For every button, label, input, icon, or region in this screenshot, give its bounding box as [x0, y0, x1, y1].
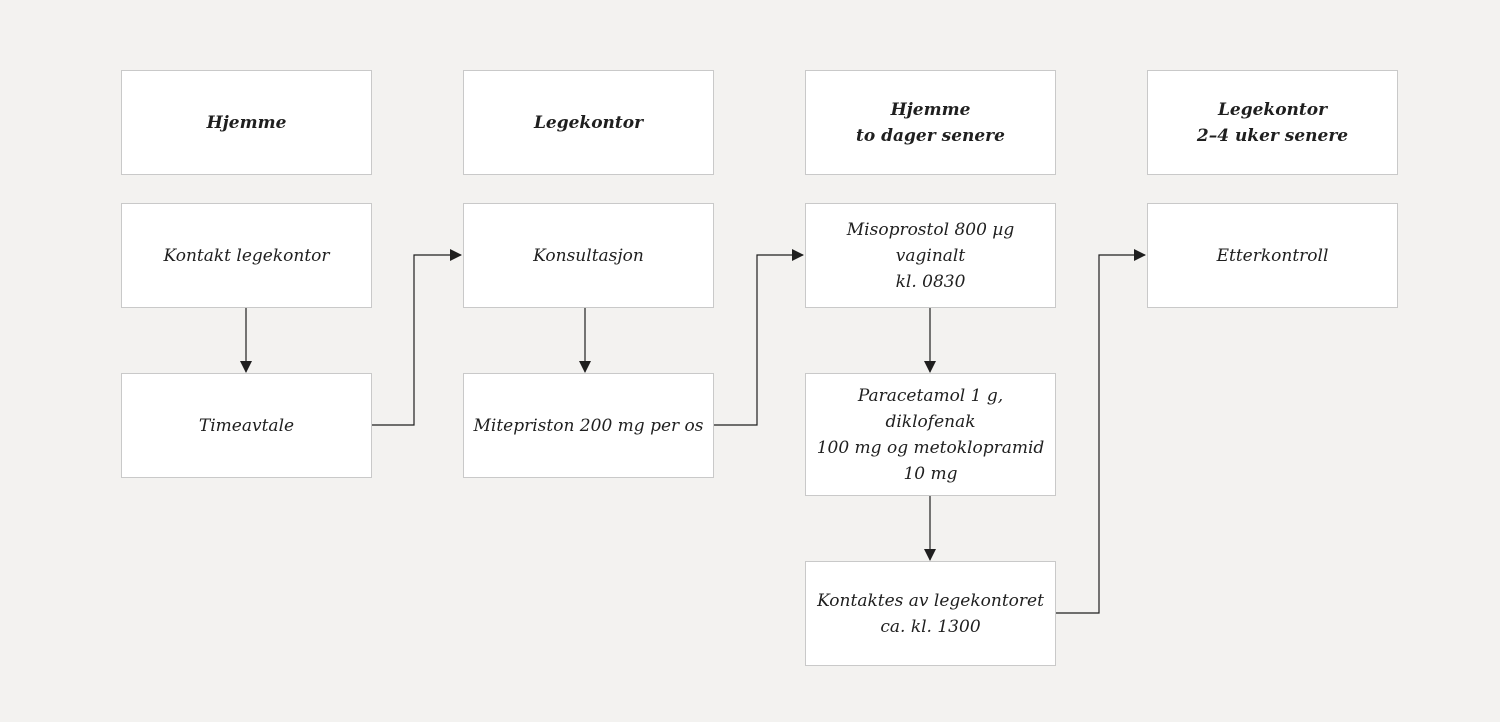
step-konsultasjon: Konsultasjon	[463, 203, 714, 308]
arrow-kontaktes-to-etterkontroll	[1056, 249, 1146, 614]
step-kontakt-legekontor: Kontakt legekontor	[121, 203, 372, 308]
step-kontaktes-av-legekontoret: Kontaktes av legekontoret ca. kl. 1300	[805, 561, 1056, 666]
step-etterkontroll: Etterkontroll	[1147, 203, 1398, 308]
header-hjemme-to-dager-senere: Hjemme to dager senere	[805, 70, 1056, 175]
step-misoprostol: Misoprostol 800 µg vaginalt kl. 0830	[805, 203, 1056, 308]
arrow-timeavtale-to-konsultasjon	[372, 249, 462, 426]
step-mitepriston: Mitepriston 200 mg per os	[463, 373, 714, 478]
header-legekontor-2-4-uker-senere: Legekontor 2–4 uker senere	[1147, 70, 1398, 175]
step-paracetamol: Paracetamol 1 g, diklofenak 100 mg og me…	[805, 373, 1056, 496]
header-legekontor: Legekontor	[463, 70, 714, 175]
header-hjemme: Hjemme	[121, 70, 372, 175]
arrow-mitepriston-to-misoprostol	[714, 249, 804, 426]
step-timeavtale: Timeavtale	[121, 373, 372, 478]
